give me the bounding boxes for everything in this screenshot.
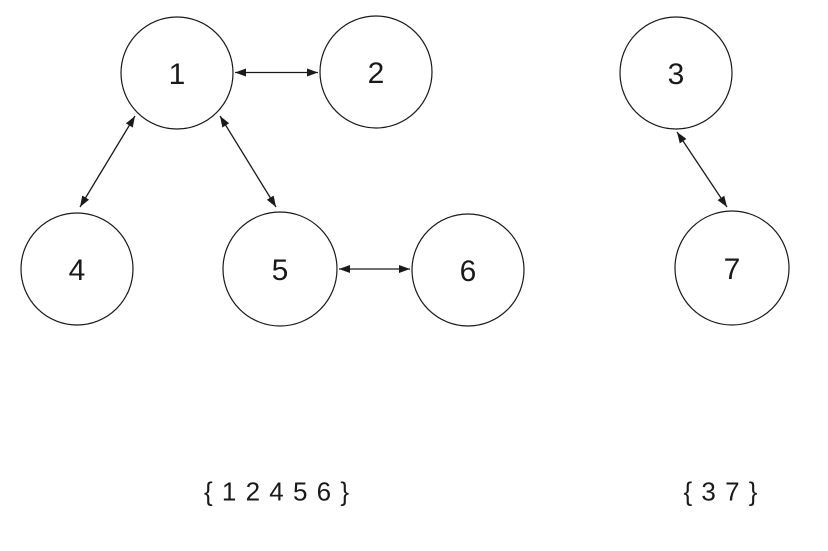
graph-node-4: 4 [20, 212, 134, 326]
node-label-1: 1 [169, 58, 186, 91]
graph-node-1: 1 [120, 16, 234, 130]
node-label-6: 6 [460, 255, 477, 288]
graph-node-3: 3 [619, 16, 733, 130]
edge-1-5 [219, 115, 277, 208]
node-label-5: 5 [272, 254, 289, 287]
edge-3-7 [676, 131, 728, 208]
component-set-label-1: { 1 2 4 5 6 } [203, 476, 351, 507]
node-label-7: 7 [724, 253, 741, 286]
node-circle-5 [222, 211, 338, 327]
component-set-label-2: { 3 7 } [683, 476, 759, 507]
node-circle-1 [120, 16, 234, 130]
node-label-4: 4 [69, 254, 86, 287]
node-circle-7 [674, 210, 790, 326]
graph-node-6: 6 [411, 213, 525, 327]
node-label-2: 2 [368, 57, 385, 90]
node-label-3: 3 [668, 58, 685, 91]
graph-node-7: 7 [674, 210, 790, 326]
node-circle-3 [619, 16, 733, 130]
graph-node-2: 2 [319, 15, 433, 129]
edge-1-4 [79, 115, 136, 208]
node-circle-2 [319, 15, 433, 129]
node-circle-6 [411, 213, 525, 327]
graph-node-5: 5 [222, 211, 338, 327]
node-circle-4 [20, 212, 134, 326]
